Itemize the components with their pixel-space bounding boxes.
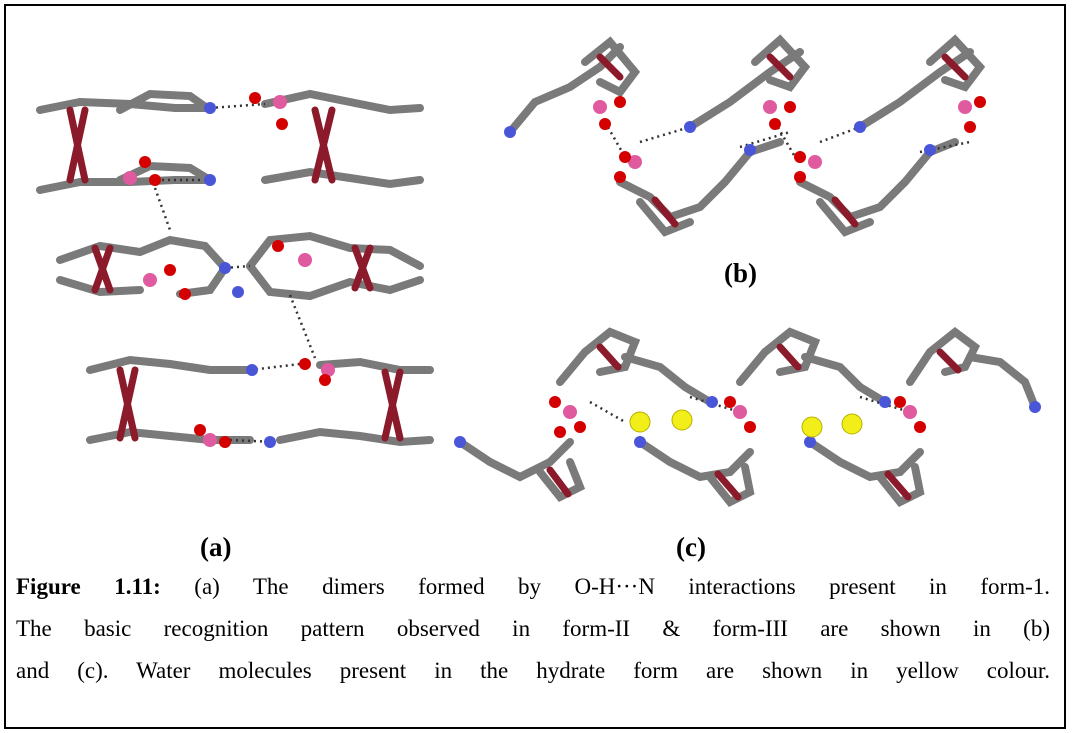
panel-c-label: (c)	[676, 532, 706, 562]
panel-c-molecular-structure	[454, 326, 1041, 508]
water-molecule-1	[629, 411, 651, 433]
panel-a-label: (a)	[200, 532, 232, 562]
figure-number: Figure 1.11:	[16, 574, 161, 599]
dimer-middle	[56, 187, 424, 359]
water-molecule-4	[841, 413, 863, 435]
panel-a-image	[20, 80, 440, 475]
chain-b	[504, 34, 986, 237]
figure-frame	[4, 4, 1066, 729]
panel-b-label: (b)	[724, 258, 757, 288]
panel-b-image	[490, 32, 1035, 247]
panel-b-molecular-structure	[504, 34, 986, 237]
caption-line-2: The basic recognition pattern observed i…	[16, 616, 1050, 641]
panel-c-image	[450, 312, 1045, 522]
dimer-bottom	[86, 355, 434, 448]
figure-caption: Figure 1.11: (a) The dimers formed by O-…	[16, 566, 1050, 692]
water-molecule-3	[801, 416, 823, 438]
caption-line-3: and (c). Water molecules present in the …	[16, 658, 1050, 683]
caption-line-1: Figure 1.11: (a) The dimers formed by O-…	[16, 566, 1050, 608]
chain-c	[454, 326, 1041, 508]
water-molecule-2	[671, 409, 693, 431]
caption-text-1: (a) The dimers formed by O-H···N interac…	[160, 574, 1051, 599]
dimer-top	[36, 89, 424, 194]
panel-a-molecular-structure	[36, 89, 434, 448]
